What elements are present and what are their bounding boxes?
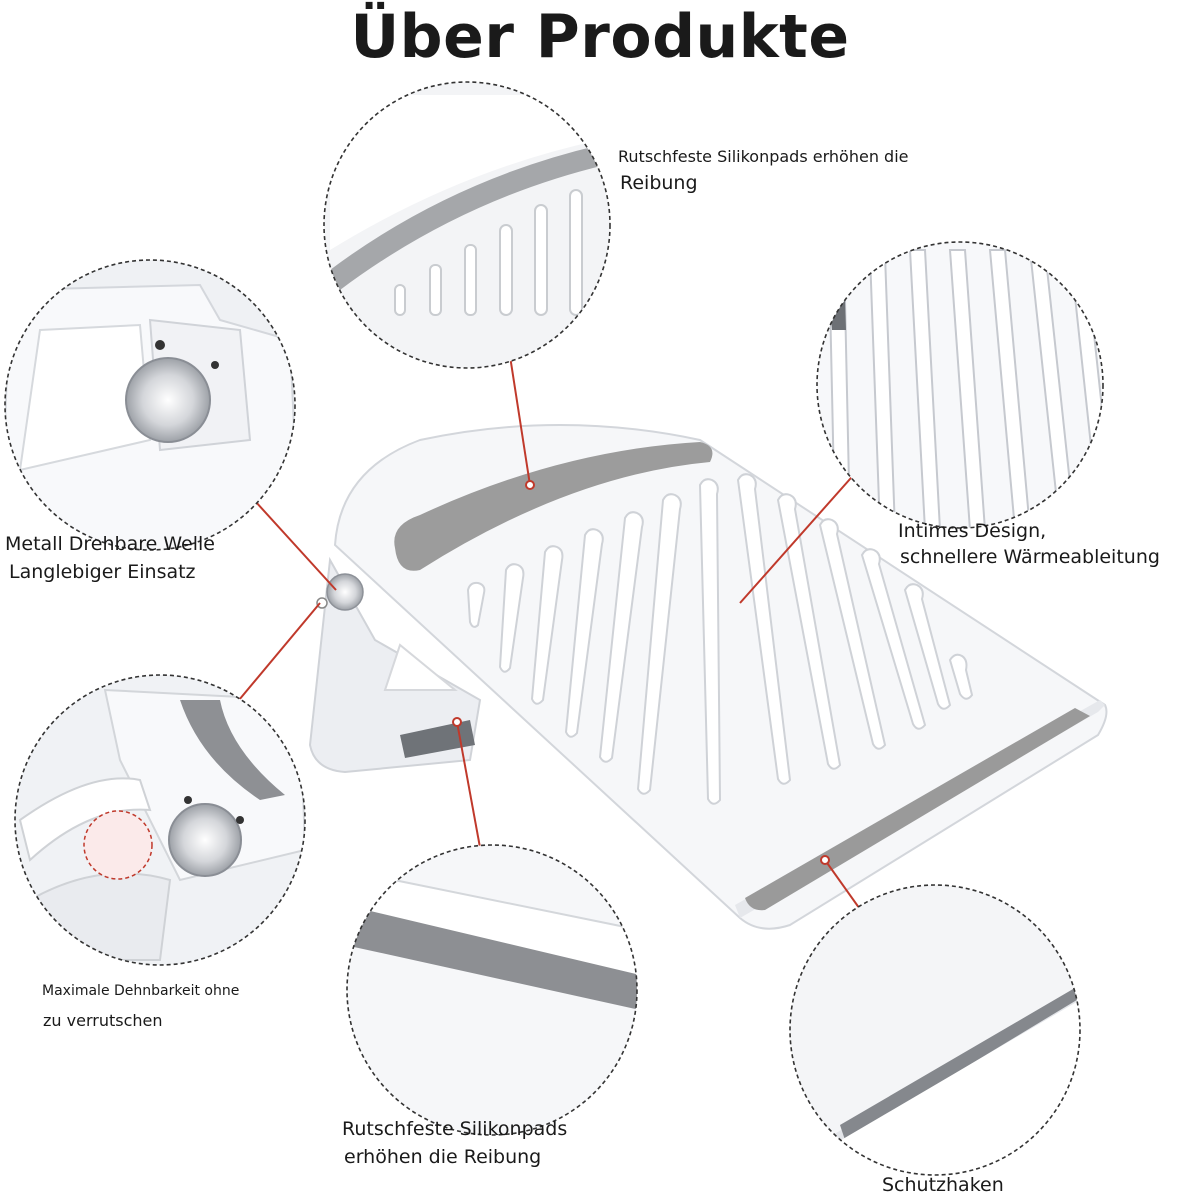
shaft-label-line1: Metall Drehbare Welle [5, 533, 215, 555]
laptop-stand [308, 424, 1108, 930]
detail-circle-bottom-pads [346, 844, 638, 1136]
detail-circle-shaft [4, 259, 296, 551]
top-pads-label-line2: Reibung [620, 172, 698, 194]
stand-leg-cutout [383, 643, 458, 691]
page-title: Über Produkte [350, 2, 850, 72]
design-label-line1: Intimes Design, [898, 520, 1047, 542]
detail-circle-stretch [14, 674, 306, 966]
hinge-knob-icon [168, 803, 242, 877]
detail-circle-top-pads [323, 81, 611, 369]
bottom-pads-label-line2: erhöhen die Reibung [344, 1146, 542, 1168]
shaft-label-line2: Langlebiger Einsatz [9, 561, 196, 583]
bottom-pads-label-line1: Rutschfeste Silikonpads [342, 1118, 568, 1140]
detail-circle-design [816, 241, 1104, 529]
metal-hinge-icon [326, 573, 364, 611]
leg-rubber-foot [400, 720, 475, 758]
top-silicone-pad [394, 442, 713, 571]
design-label-line2: schnellere Wärmeableitung [900, 546, 1160, 568]
hook-label: Schutzhaken [882, 1174, 1004, 1196]
leader-lines [233, 355, 863, 913]
metal-hinge-closeup-icon [125, 357, 211, 443]
stretch-label-line1: Maximale Dehnbarkeit ohne [42, 983, 240, 999]
stretch-label-line2: zu verrutschen [43, 1011, 163, 1030]
detail-circle-hook [789, 884, 1081, 1176]
vent-slots [466, 473, 974, 805]
bottom-silicone-pad [745, 708, 1090, 911]
top-pads-label-line1: Rutschfeste Silikonpads erhöhen die [618, 147, 909, 166]
